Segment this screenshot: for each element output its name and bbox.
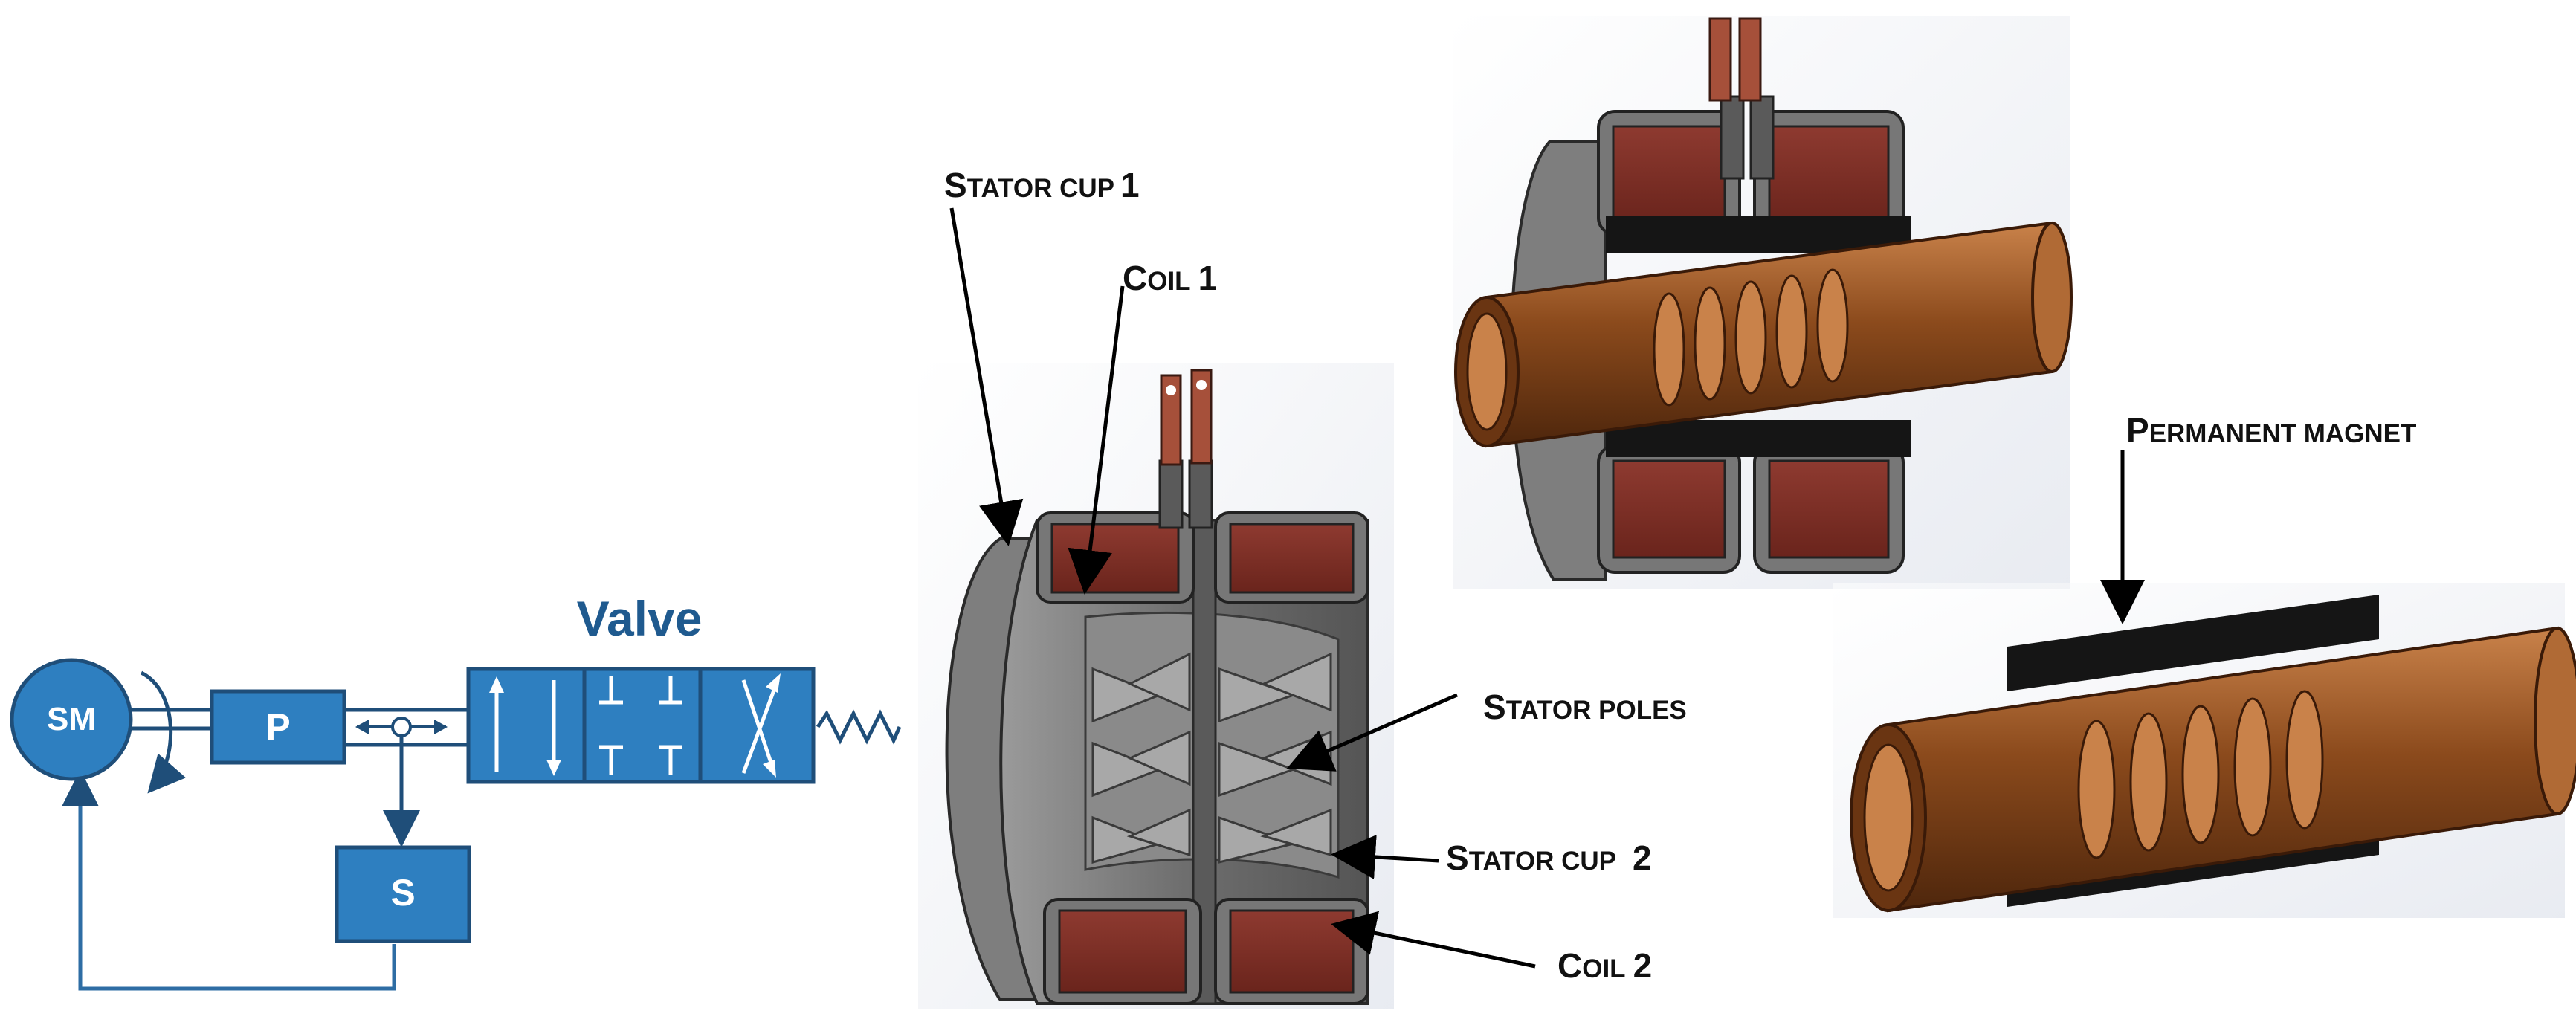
sensor-label: S (390, 872, 415, 914)
motor-label: SM (47, 701, 96, 737)
hydraulic-schematic: SM P S Valve (10, 591, 902, 991)
label-permanent-magnet: PERMANENT MAGNET (2126, 411, 2416, 450)
valve-title: Valve (577, 591, 703, 646)
assembly-cutaway (1453, 16, 2073, 589)
label-stator-poles: STATOR POLES (1483, 688, 1687, 726)
rotor-magnet-cutaway (1833, 583, 2576, 918)
spring-icon (816, 709, 902, 745)
pump-block: P (210, 689, 346, 765)
callout-leaders (949, 207, 2145, 969)
check-valve-icon (355, 717, 448, 737)
feedback-line (62, 769, 396, 991)
directional-valve (466, 667, 816, 784)
rotation-arrow-icon (140, 670, 187, 794)
servo-motor: SM (10, 658, 133, 781)
sensor-block: S (335, 845, 471, 943)
stator-cutaway (918, 363, 1394, 1009)
pump-label: P (265, 706, 290, 748)
